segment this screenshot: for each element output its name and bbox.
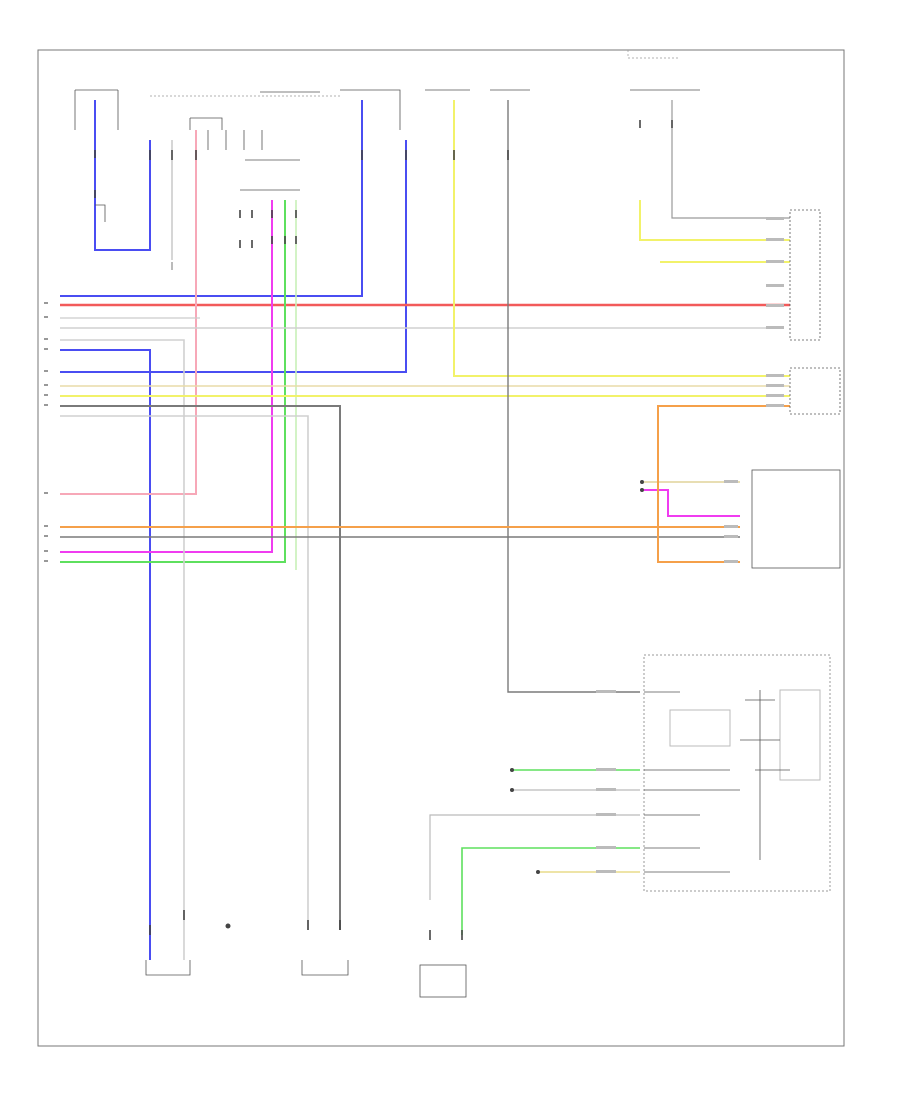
wire-group (60, 100, 790, 960)
wire-gray-7 (429, 814, 640, 900)
wire-magenta-2 (644, 489, 740, 517)
ground-symbol-top-left (95, 204, 173, 270)
wire-white-3 (60, 415, 309, 930)
wire-gray-1 (60, 405, 341, 930)
wire-yellow-4 (639, 200, 790, 241)
wire-gray-4 (671, 100, 790, 219)
top-right-bracket (627, 50, 680, 59)
wire-magenta-1 (60, 200, 273, 553)
wire-green-3 (461, 847, 640, 935)
wire-blue-3 (60, 349, 151, 960)
wire-green-1 (60, 200, 286, 563)
wire-yellow-1 (453, 100, 790, 377)
wire-white-2 (60, 339, 185, 960)
control-module-lower-right (510, 654, 831, 892)
top-connectors (74, 89, 700, 191)
bottom-sensors (145, 923, 467, 998)
right-connector-column (766, 209, 841, 415)
wire-blue-4 (60, 140, 407, 373)
wire-orange-2 (657, 405, 790, 563)
diagram-frame (37, 49, 845, 1047)
wire-pink-1 (60, 130, 197, 495)
control-module-mid-right (640, 469, 841, 569)
wire-blue-2 (60, 100, 363, 297)
left-row-markers (44, 302, 48, 562)
connector-ticks (94, 120, 673, 940)
wire-blue-1 (94, 100, 151, 251)
